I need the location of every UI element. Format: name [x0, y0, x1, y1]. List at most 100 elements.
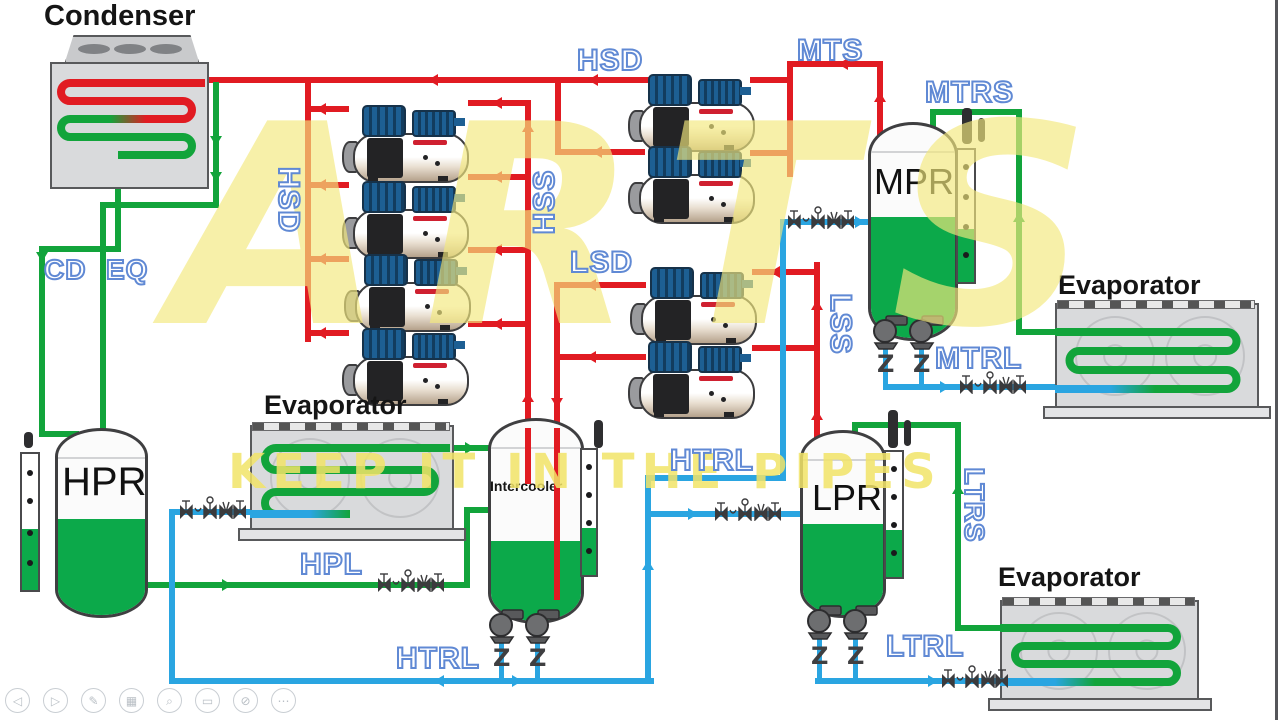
pipe-htrl-bottom-header [169, 678, 654, 684]
pen-icon: ✎ [88, 693, 99, 708]
pipe-cd-drop2 [39, 246, 45, 437]
pipe-hsd-stub-4 [305, 330, 349, 336]
pipe-mpr-feed [780, 219, 872, 225]
line-label-lss: LSS [823, 292, 858, 355]
pipe-ltrs-riser [955, 422, 961, 631]
evaporator-right-coil [1055, 328, 1241, 393]
left-triangle-icon: ◁ [12, 693, 23, 708]
camera-off-icon: ⊘ [240, 693, 251, 708]
flow-arrow [210, 136, 222, 146]
screw-compressor [628, 144, 756, 224]
line-label-mtrl: MTRL [934, 342, 1023, 375]
see-all-slides-button[interactable]: ▦ [119, 688, 144, 713]
intercooler-level-instrument [594, 420, 603, 448]
pipe-lsd-comp7 [554, 282, 646, 288]
line-label-htrl-mid: HTRL [669, 444, 754, 477]
evaporator-bottom-header [1002, 597, 1195, 606]
line-label-mts: MTS [796, 34, 864, 67]
pipe-hsd-stub-2 [305, 182, 349, 188]
flow-arrow [688, 508, 698, 520]
pipe-hpl [140, 582, 470, 588]
zoom-button[interactable]: ⌕ [157, 688, 182, 713]
intercooler-pump [486, 608, 526, 644]
pipe-mtrs-riser [1016, 109, 1022, 335]
lpr-level-instrument [904, 420, 911, 446]
condenser-coil [57, 79, 205, 159]
flow-arrow [36, 252, 48, 262]
flow-arrow [1013, 212, 1025, 222]
line-label-mtrs: MTRS [924, 76, 1014, 109]
pipe-lsd-comp8 [554, 354, 646, 360]
flow-arrow [855, 216, 865, 228]
pipe-mts-stub-2 [750, 150, 790, 156]
evaporator-right-label: Evaporator [1058, 270, 1201, 300]
valve-group-hpl [378, 566, 444, 592]
next-slide-button[interactable]: ▷ [43, 688, 68, 713]
valve-group-mpr-feed [788, 203, 854, 229]
screw-compressor [628, 339, 756, 419]
pipe-hss-header [525, 100, 531, 430]
screw-compressor [344, 252, 472, 332]
pipe-cd-into-hpr [39, 431, 79, 437]
flow-arrow [222, 579, 232, 591]
pipe-hsd-stub-3 [305, 256, 349, 262]
mpr-vessel [868, 122, 958, 341]
flow-arrow [492, 97, 502, 109]
intercooler-pump [522, 608, 562, 644]
previous-slide-button[interactable]: ◁ [5, 688, 30, 713]
camera-off-button[interactable]: ⊘ [233, 688, 258, 713]
flow-arrow [551, 398, 563, 408]
relief-valve-icon: Z [811, 642, 829, 670]
mpr-level-instrument [962, 108, 972, 144]
flow-arrow [811, 410, 823, 420]
line-label-ltrs: LTRS [958, 466, 991, 543]
captions-button[interactable]: ▭ [195, 688, 220, 713]
line-label-cd: CD [43, 254, 87, 285]
evaporator-bottom-base [988, 698, 1212, 711]
pipe-mtrs-top [930, 109, 1022, 115]
lpr-level-column [884, 450, 904, 579]
pipe-htrl-left-riser [169, 509, 175, 684]
flow-arrow [434, 675, 444, 687]
flow-arrow [952, 484, 964, 494]
screw-compressor [342, 326, 470, 406]
lpr-pump [840, 604, 880, 640]
fan-icon [1108, 612, 1186, 690]
relief-valve-icon: Z [913, 350, 931, 378]
pipe-mtrl-drop-2 [919, 348, 924, 388]
more-options-button[interactable]: ⋯ [271, 688, 296, 713]
pipe-mtrl-drop-1 [883, 348, 888, 388]
flow-arrow [770, 266, 780, 278]
intercooler-level-column [580, 448, 598, 577]
evaporator-mid-base [238, 528, 466, 541]
right-triangle-icon: ▷ [50, 693, 61, 708]
flow-arrow [838, 58, 848, 70]
flow-arrow [316, 253, 326, 265]
flow-arrow [492, 318, 502, 330]
evaporator-bottom-coil [1000, 624, 1181, 686]
line-label-htrl-bottom: HTRL [395, 642, 480, 675]
pipe-htrl-evap-feed [169, 509, 265, 515]
fan-icon [1075, 316, 1155, 396]
pipe-hpl-into-ic [464, 507, 500, 513]
hpr-name: HPR [62, 460, 147, 504]
line-label-hsd-rack: HSD [271, 166, 306, 234]
evaporator-right-base [1043, 406, 1271, 419]
pen-button[interactable]: ✎ [81, 688, 106, 713]
fan-icon [1165, 316, 1245, 396]
flow-arrow [588, 74, 598, 86]
hpr-level-instrument [24, 432, 33, 448]
mpr-pump [870, 314, 910, 350]
flow-arrow [811, 300, 823, 310]
flow-arrow [210, 172, 222, 182]
mpr-level-column [956, 148, 976, 284]
ellipsis-icon: ⋯ [277, 693, 290, 708]
flow-arrow [465, 442, 475, 454]
flow-arrow [428, 74, 438, 86]
pipe-mts-stub-1 [750, 77, 790, 83]
relief-valve-icon: Z [493, 644, 511, 672]
valve-group-ltrl [942, 662, 1008, 688]
pipe-hsd-stub-1 [305, 106, 349, 112]
pipe-ic-pump-drop-1 [499, 642, 504, 682]
pipe-mts-comp-header [787, 61, 793, 177]
